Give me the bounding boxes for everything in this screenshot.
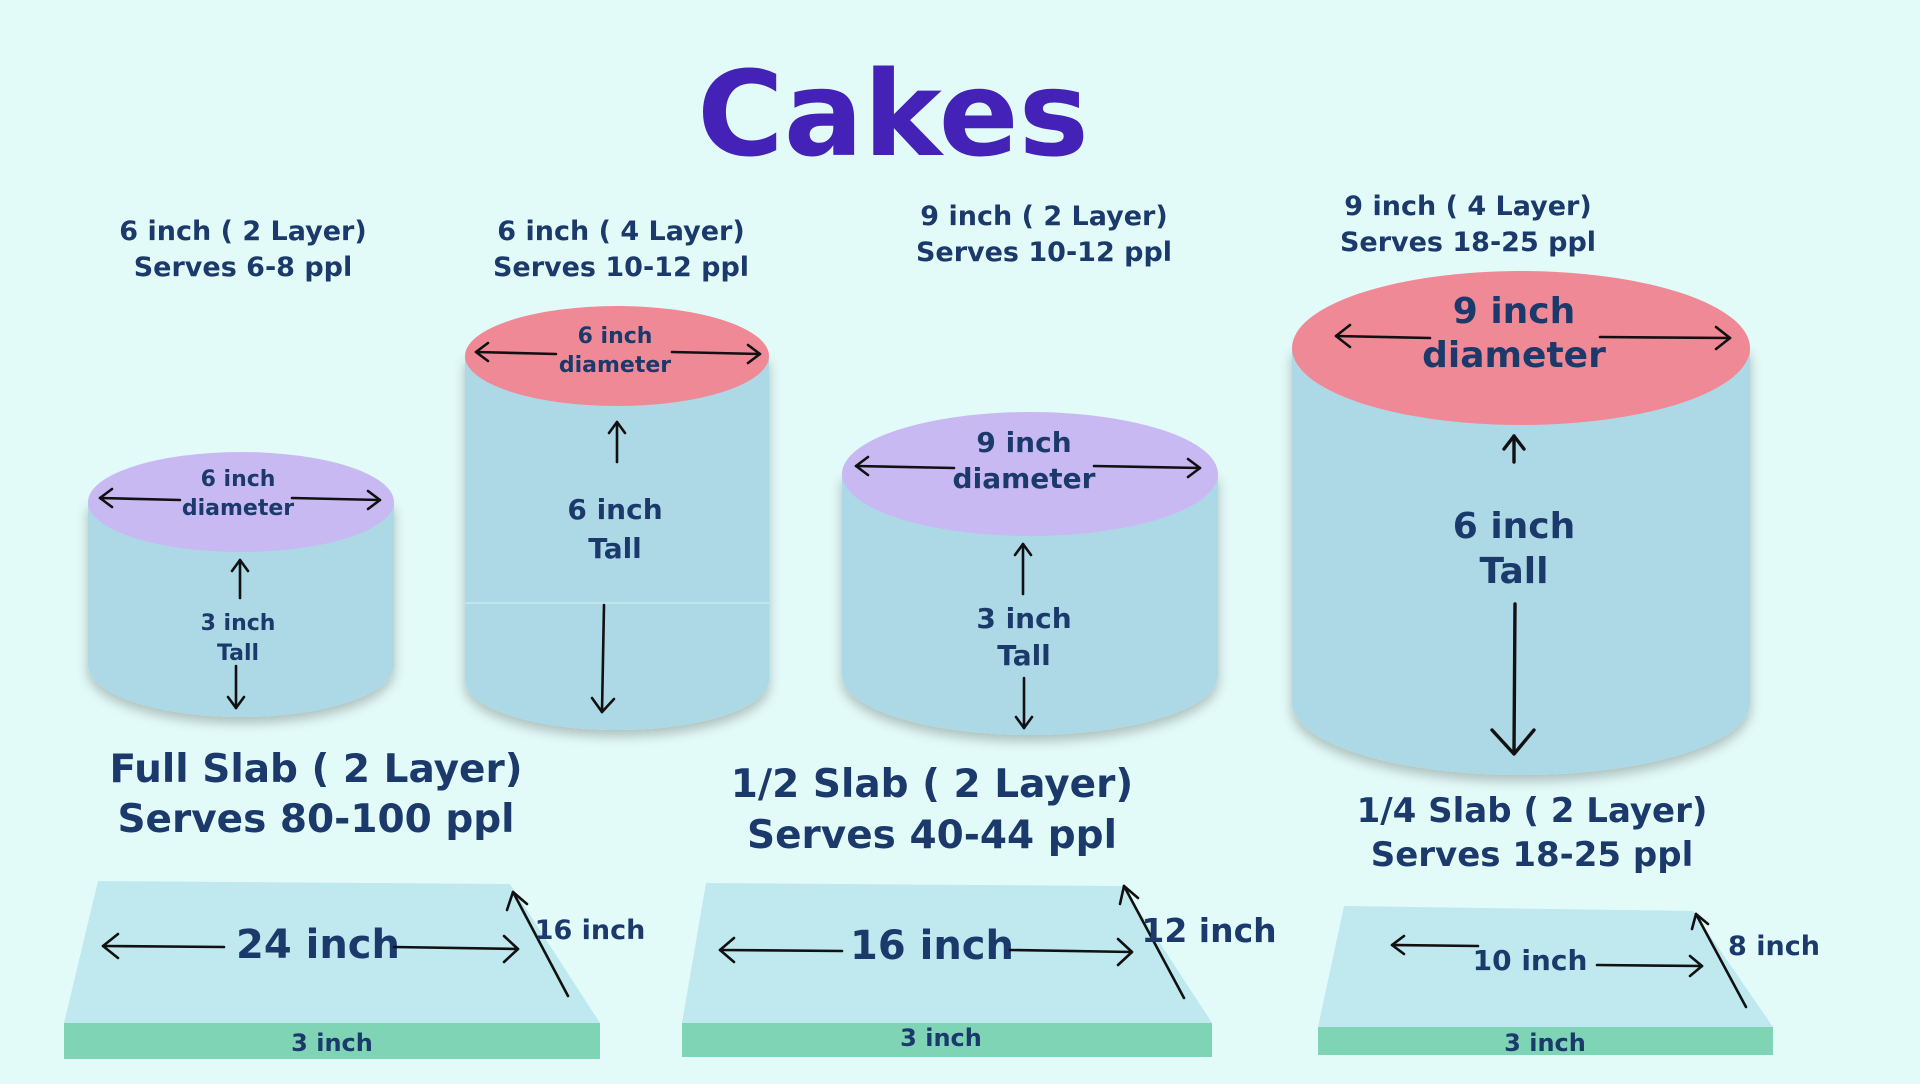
height-label-line1: 6 inch <box>1453 506 1576 547</box>
diameter-label-line1: 9 inch <box>1453 291 1576 332</box>
slab-base <box>682 1023 1212 1057</box>
diameter-label-line2: diameter <box>559 353 671 378</box>
length-arrow-icon <box>101 932 520 964</box>
slab-width-label: 12 inch <box>1141 911 1276 950</box>
round-cake-6in-4layer: 6 inch ( 4 Layer) Serves 10-12 ppl 6 inc… <box>465 216 769 730</box>
page-title: Cakes <box>697 45 1089 183</box>
width-arrow-icon <box>1690 912 1748 1009</box>
slab-caption-line1: Full Slab ( 2 Layer) <box>109 747 522 792</box>
cake-caption-line2: Serves 18-25 ppl <box>1340 227 1596 258</box>
slab-caption-line1: 1/2 Slab ( 2 Layer) <box>731 762 1133 807</box>
diameter-arrow-icon <box>854 455 1202 479</box>
height-label-line2: Tall <box>217 641 259 666</box>
slab-length-label: 10 inch <box>1473 944 1588 977</box>
height-label-line1: 3 inch <box>201 611 276 636</box>
length-arrow-icon <box>718 936 1134 967</box>
diameter-arrow-icon <box>474 341 762 365</box>
height-label-line2: Tall <box>1480 551 1549 592</box>
diameter-label-line2: diameter <box>182 496 294 521</box>
diameter-arrow-icon <box>1334 323 1732 351</box>
slab-width-label: 16 inch <box>535 915 646 946</box>
slab-thickness-label: 3 inch <box>1504 1029 1586 1057</box>
diameter-label-line2: diameter <box>1422 335 1606 376</box>
cake-caption-line2: Serves 6-8 ppl <box>134 252 353 283</box>
cake-body <box>88 502 394 717</box>
round-cake-9in-2layer: 9 inch ( 2 Layer) Serves 10-12 ppl 9 inc… <box>842 201 1218 735</box>
cake-caption-line2: Serves 10-12 ppl <box>916 237 1172 268</box>
height-arrow-icon <box>590 420 627 714</box>
slab-width-label: 8 inch <box>1728 931 1820 962</box>
height-label-line1: 6 inch <box>567 493 662 526</box>
slab-top <box>682 883 1212 1023</box>
height-arrow-icon <box>1013 542 1034 730</box>
cake-caption-line1: 6 inch ( 2 Layer) <box>119 216 366 247</box>
slab-caption-line2: Serves 18-25 ppl <box>1371 835 1694 875</box>
slab-caption-line1: 1/4 Slab ( 2 Layer) <box>1357 791 1708 831</box>
slab-top <box>64 881 600 1023</box>
height-label-line1: 3 inch <box>976 602 1071 635</box>
cake-caption-line1: 9 inch ( 2 Layer) <box>920 201 1167 232</box>
cake-body <box>465 356 769 730</box>
slab-caption-line2: Serves 80-100 ppl <box>117 797 514 842</box>
slab-thickness-label: 3 inch <box>291 1029 373 1057</box>
diameter-label-line2: diameter <box>953 462 1096 495</box>
cake-top <box>465 306 769 406</box>
slab-caption-line2: Serves 40-44 ppl <box>747 813 1117 858</box>
slab-half: 1/2 Slab ( 2 Layer) Serves 40-44 ppl 3 i… <box>682 762 1277 1057</box>
cake-caption-line2: Serves 10-12 ppl <box>493 252 749 283</box>
length-arrow-icon <box>1390 934 1704 978</box>
slab-base <box>1318 1027 1773 1055</box>
cake-top <box>88 452 394 552</box>
slab-full: Full Slab ( 2 Layer) Serves 80-100 ppl 3… <box>64 747 645 1059</box>
slab-base <box>64 1023 600 1059</box>
diameter-label-line1: 6 inch <box>201 467 276 492</box>
width-arrow-icon <box>505 890 570 998</box>
diameter-arrow-icon <box>98 487 382 511</box>
height-arrow-icon <box>1490 434 1536 756</box>
cake-top <box>842 412 1218 536</box>
slab-quarter: 1/4 Slab ( 2 Layer) Serves 18-25 ppl 3 i… <box>1318 791 1820 1057</box>
height-label-line2: Tall <box>588 532 642 565</box>
cake-body <box>1292 348 1750 775</box>
height-label-line2: Tall <box>997 639 1051 672</box>
round-cake-9in-4layer: 9 inch ( 4 Layer) Serves 18-25 ppl 9 inc… <box>1292 191 1750 775</box>
cake-top <box>1292 271 1750 425</box>
width-arrow-icon <box>1118 884 1186 1000</box>
cake-body <box>842 474 1218 735</box>
slab-thickness-label: 3 inch <box>900 1024 982 1052</box>
diameter-label-line1: 6 inch <box>578 324 653 349</box>
height-arrow-icon <box>226 558 250 710</box>
cake-caption-line1: 9 inch ( 4 Layer) <box>1344 191 1591 222</box>
diameter-label-line1: 9 inch <box>976 426 1071 459</box>
slab-length-label: 16 inch <box>850 923 1014 969</box>
slab-length-label: 24 inch <box>236 922 400 968</box>
slab-top <box>1318 906 1773 1027</box>
cake-caption-line1: 6 inch ( 4 Layer) <box>497 216 744 247</box>
round-cake-6in-2layer: 6 inch ( 2 Layer) Serves 6-8 ppl 6 inch … <box>88 216 394 717</box>
